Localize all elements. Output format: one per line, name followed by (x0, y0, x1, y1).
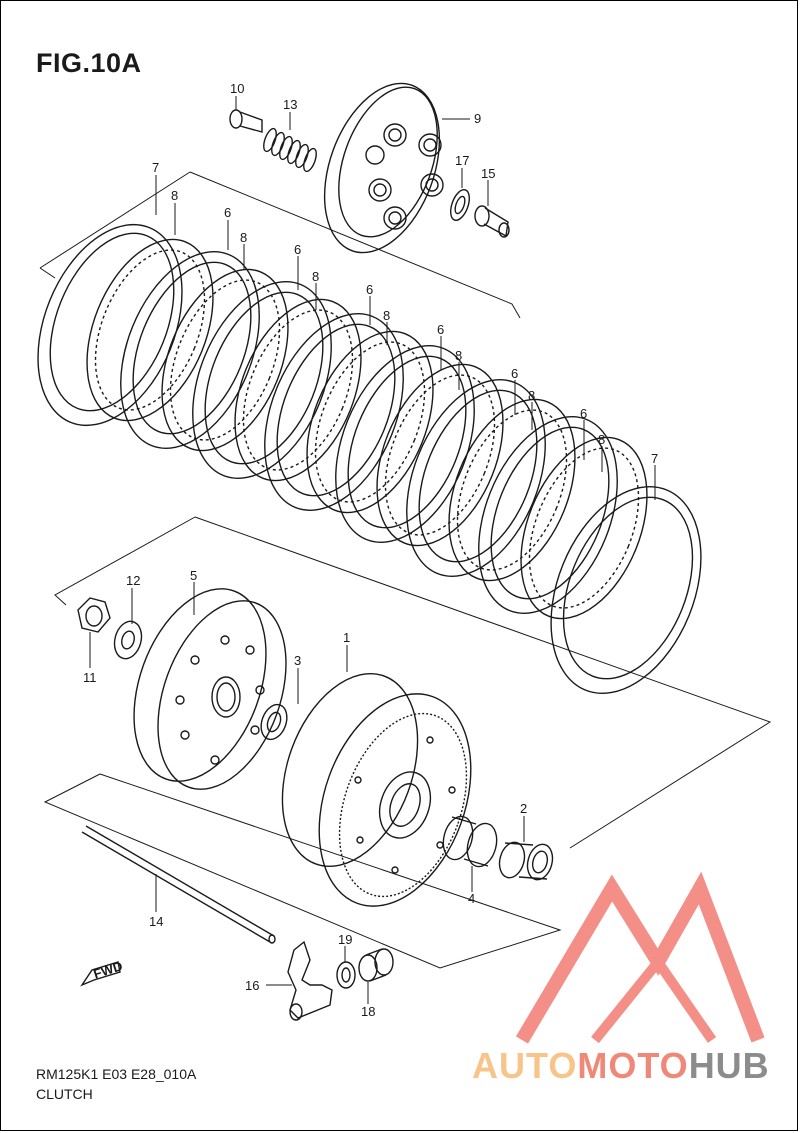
callout-8-d: 8 (383, 308, 390, 323)
callout-6-a: 6 (224, 205, 231, 220)
nut-and-washer (77, 597, 143, 660)
callout-8-f: 8 (528, 388, 535, 403)
leader-lines (89, 96, 656, 1004)
driven-plate-8e (376, 363, 504, 547)
watermark-text-auto: AUTO (472, 1045, 578, 1086)
release-bearing (358, 948, 394, 982)
bearing-and-pushpiece (450, 189, 510, 238)
release-camshaft (287, 940, 333, 1021)
drive-plate-6c (264, 313, 404, 511)
driven-plate-8b (161, 268, 289, 452)
driven-plate-8a (86, 238, 214, 422)
drive-plate-7-rear (550, 485, 702, 695)
figure-title: FIG.10A (36, 48, 142, 78)
thrust-washer (260, 703, 288, 741)
callout-8-b: 8 (240, 230, 247, 245)
callout-7-rear: 7 (651, 451, 658, 466)
callout-6-e: 6 (511, 366, 518, 381)
watermark-text-moto: MOTO (577, 1045, 689, 1086)
shaft-group-frame (43, 773, 562, 969)
plate-group-frame (189, 171, 521, 319)
drive-plate-6a (120, 251, 260, 449)
callout-16: 16 (245, 978, 259, 993)
watermark-logo (515, 871, 765, 1044)
drive-plate-6b (192, 281, 332, 479)
callout-17: 17 (455, 153, 469, 168)
push-rod (81, 825, 276, 944)
needle-bearing (442, 815, 498, 868)
bolt-and-spring (229, 109, 317, 173)
pressure-plate (323, 82, 444, 254)
callout-8-g: 8 (598, 432, 605, 447)
clutch-plate-stack (37, 223, 702, 695)
clutch-spring (263, 127, 317, 173)
callout-11: 11 (83, 670, 97, 685)
callout-numbers: 10 13 9 17 15 7 8 6 8 6 8 6 8 6 8 6 8 6 … (83, 81, 658, 1019)
plate-group-frame-lower (39, 267, 56, 279)
drive-plate-6e (406, 379, 546, 577)
hub-group-frame (194, 516, 772, 849)
callout-14: 14 (149, 914, 163, 929)
watermark-text-hub: HUB (688, 1045, 770, 1086)
callout-19: 19 (338, 932, 352, 947)
driven-plate-8d (306, 330, 434, 514)
driven-plate-8f (448, 398, 576, 582)
callout-7-front: 7 (152, 160, 159, 175)
driven-plate-8c (234, 298, 362, 482)
fwd-label: FWD (92, 958, 125, 981)
callout-4: 4 (468, 891, 475, 906)
watermark-text: AUTOMOTOHUB (472, 1045, 770, 1087)
callout-8-e: 8 (455, 348, 462, 363)
group-frames (39, 171, 772, 969)
callout-8-a: 8 (171, 188, 178, 203)
callout-5: 5 (190, 568, 197, 583)
hub-group-frame-left (54, 516, 196, 606)
watermark-logo-inner (591, 953, 717, 1044)
model-code: RM125K1 E03 E28_010A (36, 1066, 197, 1082)
callout-15: 15 (481, 166, 495, 181)
callout-6-f: 6 (580, 406, 587, 421)
plate-group-frame-left (39, 171, 191, 269)
callout-10: 10 (230, 81, 244, 96)
callout-6-d: 6 (437, 322, 444, 337)
clutch-housing (281, 672, 472, 907)
callout-6-c: 6 (366, 282, 373, 297)
forward-arrow-icon: FWD (80, 958, 125, 987)
drive-plate-7-front (37, 223, 183, 427)
callout-8-c: 8 (312, 269, 319, 284)
callout-1: 1 (343, 630, 350, 645)
clutch-sleeve-hub (133, 588, 287, 790)
watermark-logo-outer (515, 871, 765, 1044)
callout-2: 2 (520, 801, 527, 816)
callout-6-b: 6 (294, 242, 301, 257)
section-name: CLUTCH (36, 1086, 93, 1102)
callout-18: 18 (361, 1004, 375, 1019)
driven-plate-8g (520, 436, 648, 620)
oil-seal (336, 961, 356, 989)
callout-3: 3 (294, 653, 301, 668)
callout-12: 12 (126, 573, 140, 588)
callout-9: 9 (474, 111, 481, 126)
callout-13: 13 (283, 97, 297, 112)
spacer (498, 841, 554, 881)
